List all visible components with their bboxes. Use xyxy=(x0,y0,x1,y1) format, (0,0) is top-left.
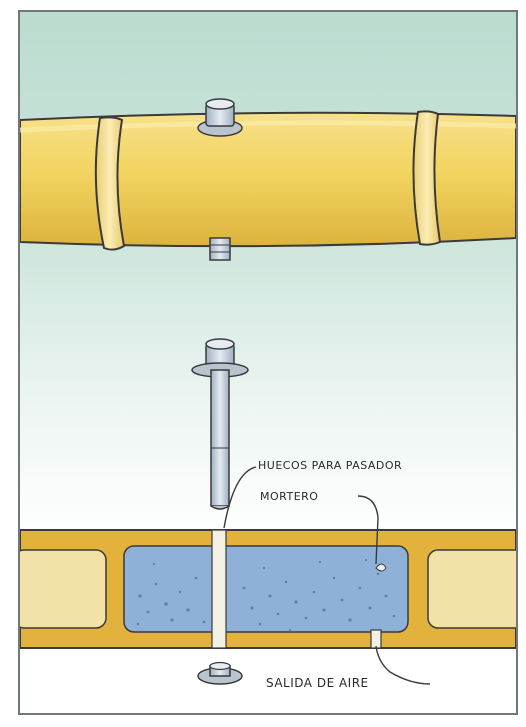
brick-left xyxy=(20,550,106,628)
washer-nut xyxy=(198,663,242,685)
label-air-outlet: SALIDA DE AIRE xyxy=(266,676,369,690)
leader-air xyxy=(376,646,430,684)
label-holes: HUECOS PARA PASADOR xyxy=(258,459,402,472)
air-outlet-hole xyxy=(371,630,381,648)
wall-section xyxy=(20,530,516,648)
label-mortar: MORTERO xyxy=(260,490,318,503)
brick-right xyxy=(428,550,516,628)
pipe-anchor-diagram xyxy=(20,12,516,713)
mortar-fill xyxy=(124,546,408,632)
upper-pipe xyxy=(20,111,516,249)
illustration-frame: HUECOS PARA PASADOR MORTERO SALIDA DE AI… xyxy=(18,10,518,715)
bottom-nut xyxy=(210,238,230,260)
bolt-hole xyxy=(212,530,226,648)
